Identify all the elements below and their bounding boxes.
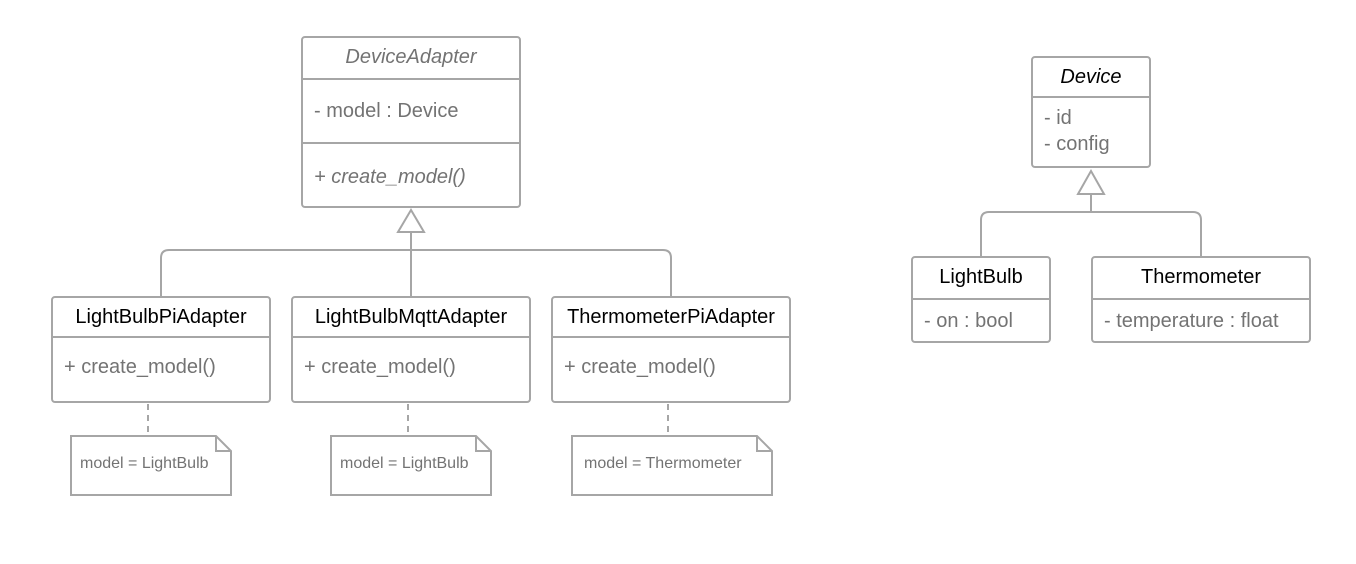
attribute: - model : Device [314, 100, 459, 122]
methods-section: + create_model() [303, 142, 519, 206]
class-device-adapter[interactable]: DeviceAdapter - model : Device + create_… [301, 36, 521, 208]
attributes-section: - on : bool [913, 298, 1049, 342]
class-name: Thermometer [1140, 266, 1262, 288]
class-name: LightBulbPiAdapter [75, 306, 247, 328]
method: + create_model() [314, 166, 466, 188]
note-shape [330, 435, 492, 496]
note-shape [571, 435, 773, 496]
note-lightbulb-pi[interactable]: model = LightBulb [70, 435, 232, 496]
generalization-arrowhead [1076, 168, 1106, 195]
note-text: model = Thermometer [584, 455, 742, 472]
methods-section: + create_model() [53, 336, 269, 400]
method: + create_model() [304, 356, 456, 378]
class-name: LightBulbMqttAdapter [314, 306, 508, 328]
method: + create_model() [564, 356, 716, 378]
methods-section: + create_model() [293, 336, 529, 400]
class-name: LightBulb [939, 266, 1023, 288]
method: + create_model() [64, 356, 216, 378]
attribute: - temperature : float [1104, 310, 1279, 332]
methods-section: + create_model() [553, 336, 789, 400]
attribute: - config [1044, 133, 1110, 155]
class-lightbulb-mqtt-adapter[interactable]: LightBulbMqttAdapter + create_model() [291, 296, 531, 403]
class-thermometer-pi-adapter[interactable]: ThermometerPiAdapter + create_model() [551, 296, 791, 403]
generalization-arrowhead [396, 208, 426, 233]
attributes-section: - model : Device [303, 78, 519, 142]
attribute: - id [1044, 107, 1072, 129]
note-text: model = LightBulb [340, 455, 469, 472]
attributes-section: - id - config [1033, 96, 1149, 166]
note-shape [70, 435, 232, 496]
note-text: model = LightBulb [80, 455, 209, 472]
attributes-section: - temperature : float [1093, 298, 1309, 342]
note-thermometer-pi[interactable]: model = Thermometer [571, 435, 773, 496]
class-name: Device [1060, 66, 1122, 88]
class-device[interactable]: Device - id - config [1031, 56, 1151, 168]
class-thermometer[interactable]: Thermometer - temperature : float [1091, 256, 1311, 343]
attribute: - on : bool [924, 310, 1013, 332]
inheritance-line-lightbulb-pi [160, 249, 672, 296]
inheritance-line-lightbulb [980, 211, 1202, 256]
class-name: ThermometerPiAdapter [567, 306, 775, 328]
class-lightbulb[interactable]: LightBulb - on : bool [911, 256, 1051, 343]
class-name: DeviceAdapter [345, 46, 477, 68]
class-lightbulb-pi-adapter[interactable]: LightBulbPiAdapter + create_model() [51, 296, 271, 403]
note-lightbulb-mqtt[interactable]: model = LightBulb [330, 435, 492, 496]
